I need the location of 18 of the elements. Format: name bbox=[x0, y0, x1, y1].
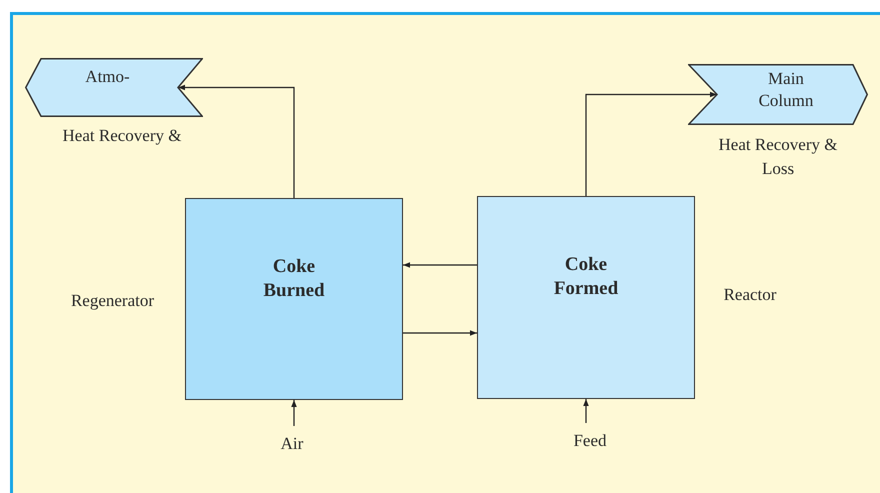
node-label: Main Column bbox=[758, 68, 814, 112]
stream-label: Air bbox=[280, 434, 304, 453]
flow-arrow bbox=[291, 400, 297, 426]
flow-arrow bbox=[178, 84, 295, 198]
flow-arrow bbox=[585, 92, 717, 196]
unit-caption: Heat Recovery & Loss bbox=[718, 134, 838, 180]
node-label: Coke Burned bbox=[262, 255, 326, 303]
unit-caption: Regenerator bbox=[70, 290, 156, 312]
flow-arrow bbox=[403, 330, 477, 336]
flow-arrow bbox=[583, 399, 589, 423]
unit-caption: Reactor bbox=[722, 284, 778, 306]
node-label: Atmo- bbox=[84, 66, 131, 88]
node-label: Coke Formed bbox=[552, 253, 620, 301]
unit-caption: Heat Recovery & bbox=[62, 125, 182, 147]
stream-label: Feed bbox=[573, 431, 607, 450]
process-box bbox=[185, 198, 403, 400]
process-box bbox=[477, 196, 695, 399]
flow-arrow bbox=[403, 262, 477, 268]
